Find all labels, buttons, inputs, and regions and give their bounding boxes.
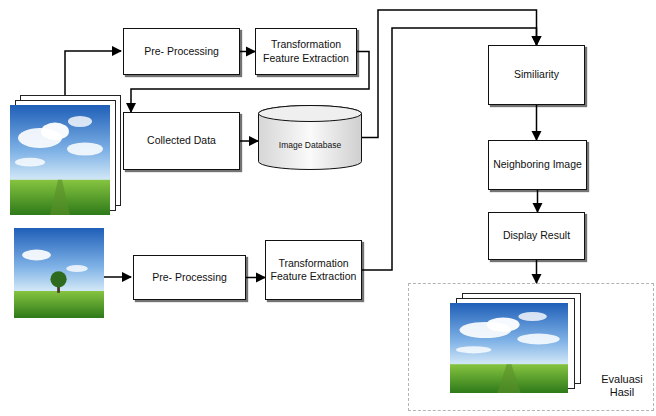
- box-label: Transformation Feature Extraction: [260, 38, 352, 64]
- query-photo: [14, 228, 104, 318]
- query-arrow: [104, 276, 131, 278]
- input-arrow: [65, 51, 121, 95]
- input-image-stack: [10, 96, 121, 216]
- flow-arrow: [536, 105, 538, 140]
- flow-arrow: [537, 190, 539, 212]
- process-box: Neighboring Image: [488, 140, 587, 190]
- box-label: Transformation Feature Extraction: [270, 257, 357, 283]
- region-label: Evaluasi Hasil: [597, 373, 647, 401]
- flow-arrow: [246, 277, 265, 279]
- result-photo: [450, 303, 568, 393]
- cylinder-top: [259, 106, 362, 122]
- process-box: Collected Data: [123, 112, 240, 170]
- box-label: Display Result: [503, 229, 570, 242]
- process-box: Pre- Processing: [123, 28, 240, 75]
- sky-photo: [10, 105, 110, 215]
- database-cylinder: Image Database: [258, 105, 362, 170]
- process-box: Transformation Feature Extraction: [255, 28, 357, 75]
- process-box: Transformation Feature Extraction: [265, 240, 362, 300]
- box-label: Neighboring Image: [493, 158, 582, 171]
- process-box: Pre- Processing: [133, 255, 246, 300]
- box-label: Collected Data: [147, 134, 216, 147]
- flow-arrow: [240, 51, 255, 53]
- process-box: Similiarity: [488, 45, 585, 105]
- box-label: Image Database: [279, 140, 341, 151]
- result-image-stack: [450, 294, 581, 394]
- flow-arrow: [240, 140, 258, 142]
- process-box: Display Result: [488, 212, 585, 260]
- flow-arrow: [536, 260, 538, 283]
- box-label: Pre- Processing: [144, 45, 219, 58]
- dashed-region: Evaluasi Hasil: [408, 283, 654, 411]
- box-label: Similiarity: [514, 68, 559, 81]
- cylinder-outline: [258, 105, 362, 170]
- cylinder-body: [259, 106, 362, 170]
- box-label: Pre- Processing: [152, 271, 227, 284]
